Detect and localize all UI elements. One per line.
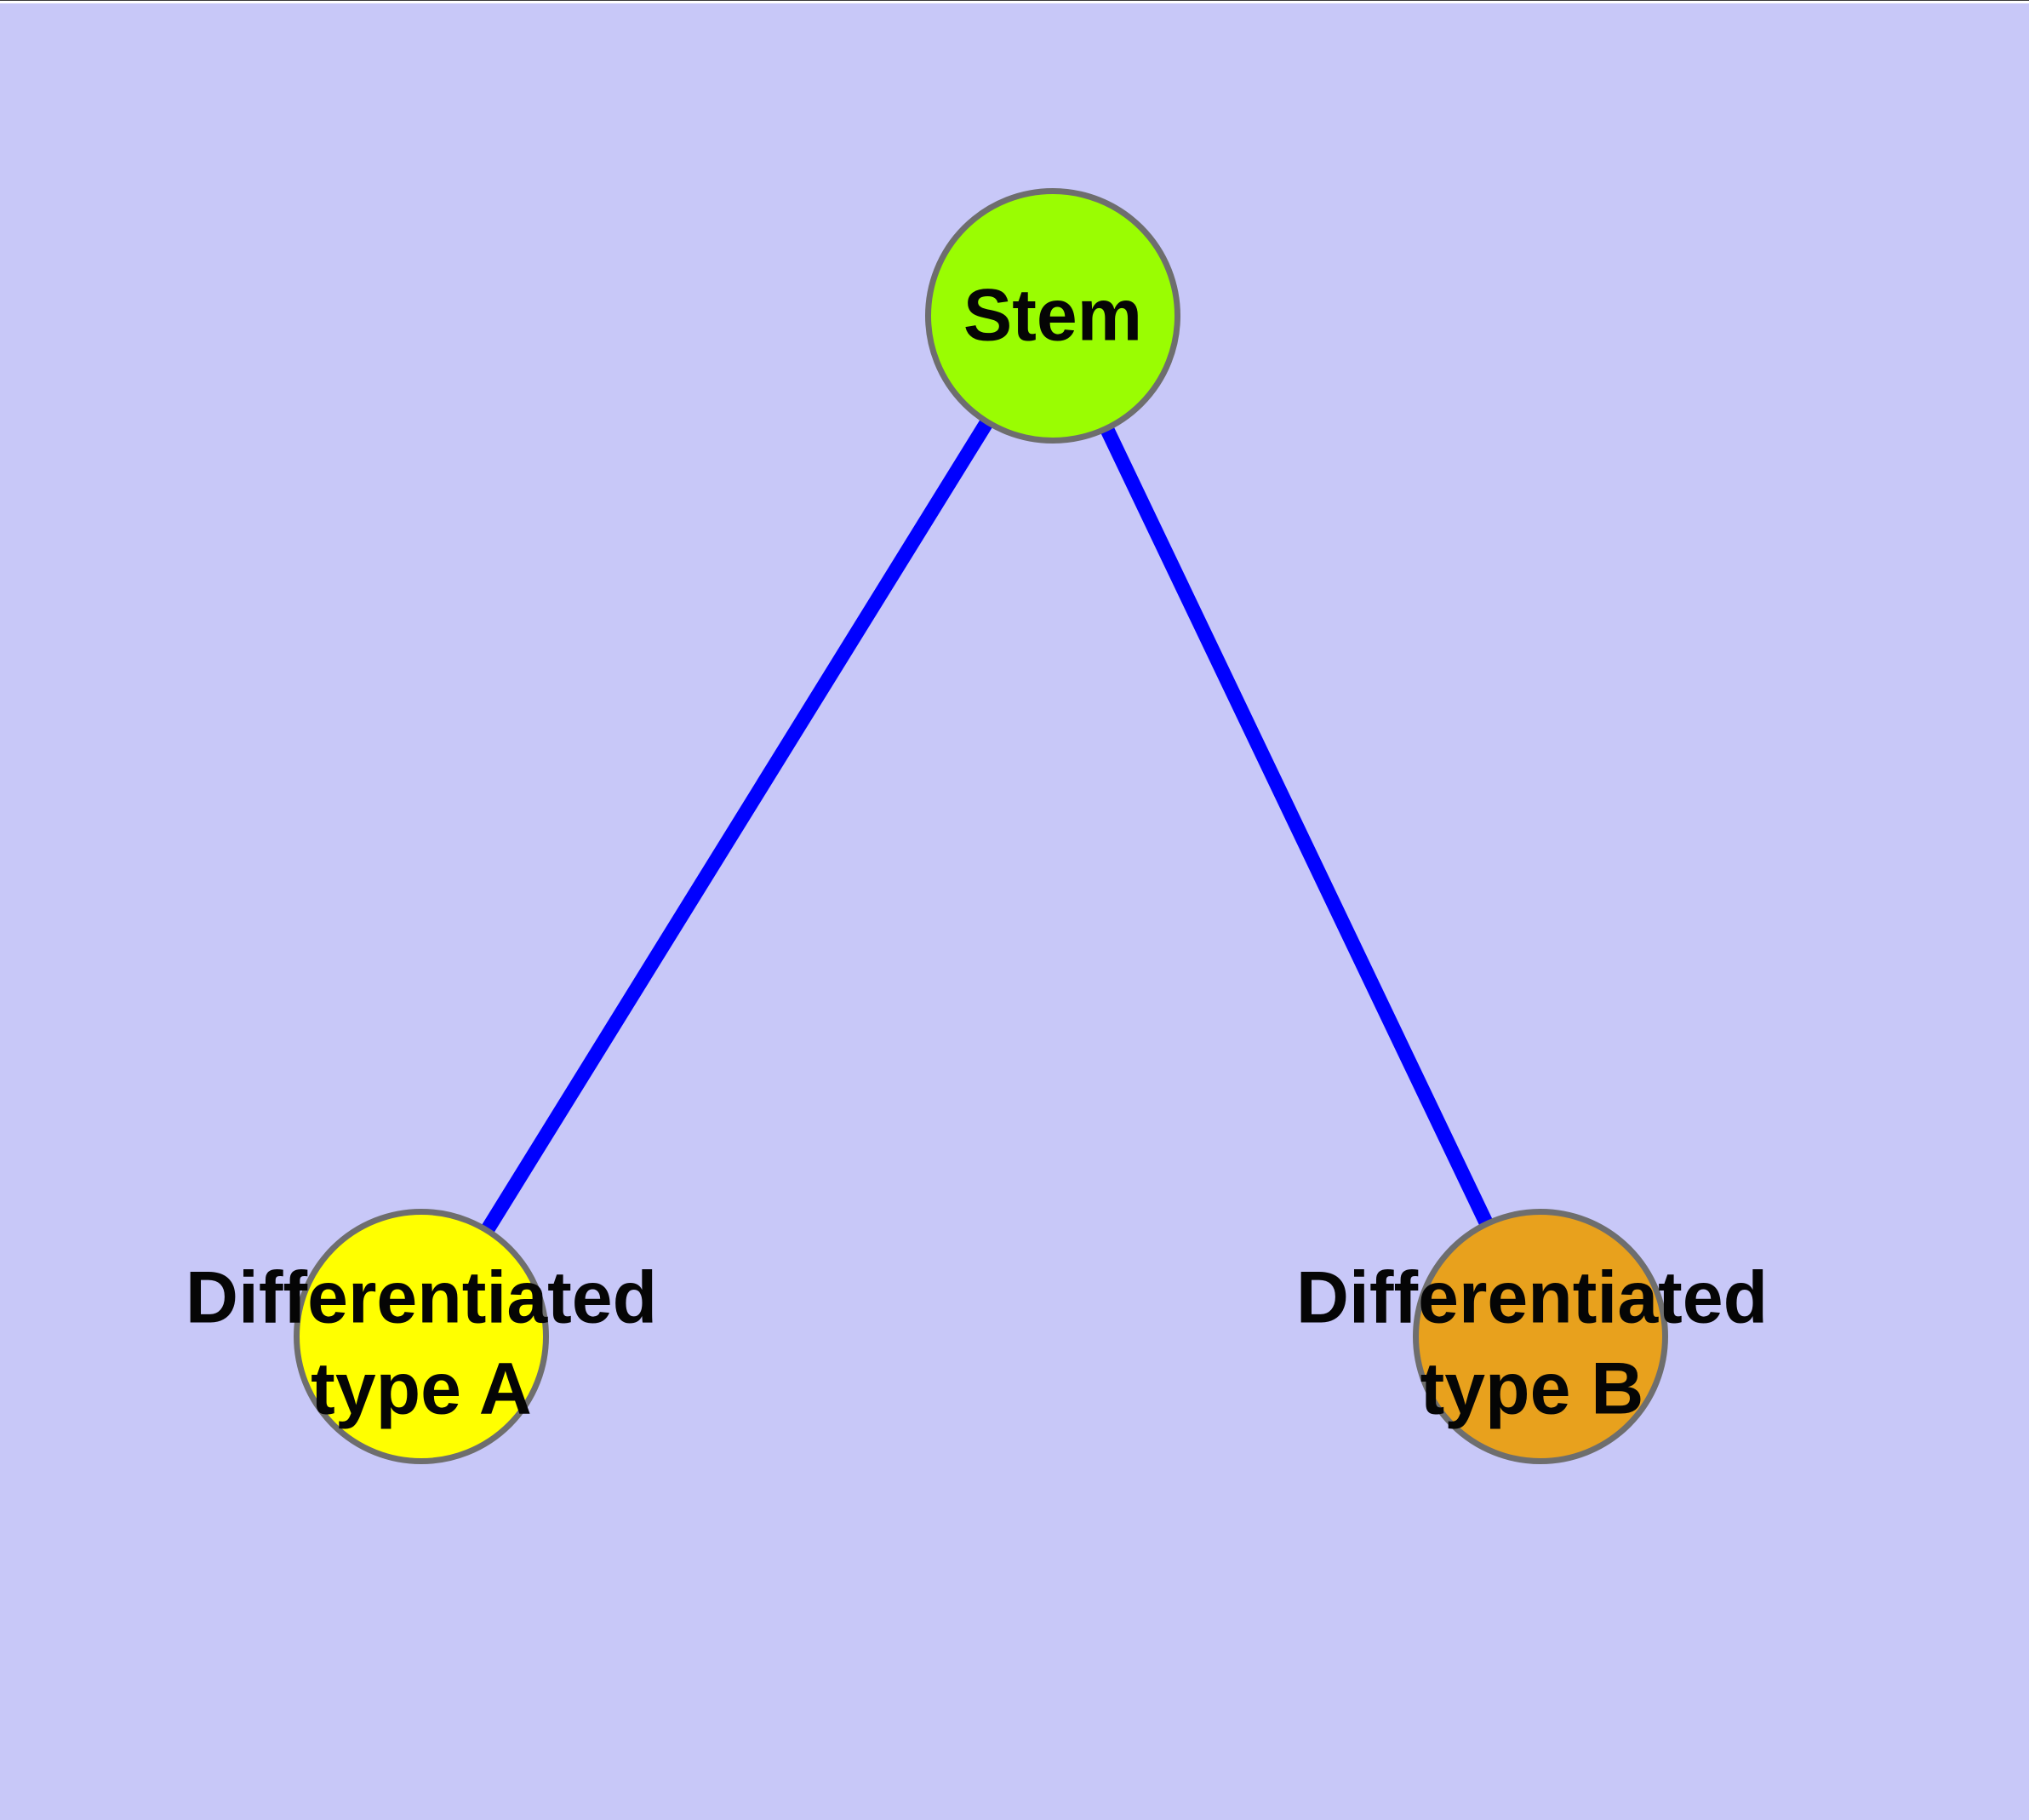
node-stem <box>925 188 1180 444</box>
window-top-edge <box>0 0 2029 3</box>
node-differentiated-type-b <box>1413 1209 1668 1464</box>
edge-stem-to-type-b <box>1046 312 1547 1340</box>
node-label-differentiated-type-b: Differentiated type B <box>1295 1256 1769 1429</box>
edge-stem-to-type-a <box>414 312 1060 1341</box>
node-label-stem: Stem <box>963 274 1143 357</box>
node-differentiated-type-a <box>294 1209 549 1464</box>
node-label-differentiated-type-a: Differentiated type A <box>185 1256 658 1429</box>
